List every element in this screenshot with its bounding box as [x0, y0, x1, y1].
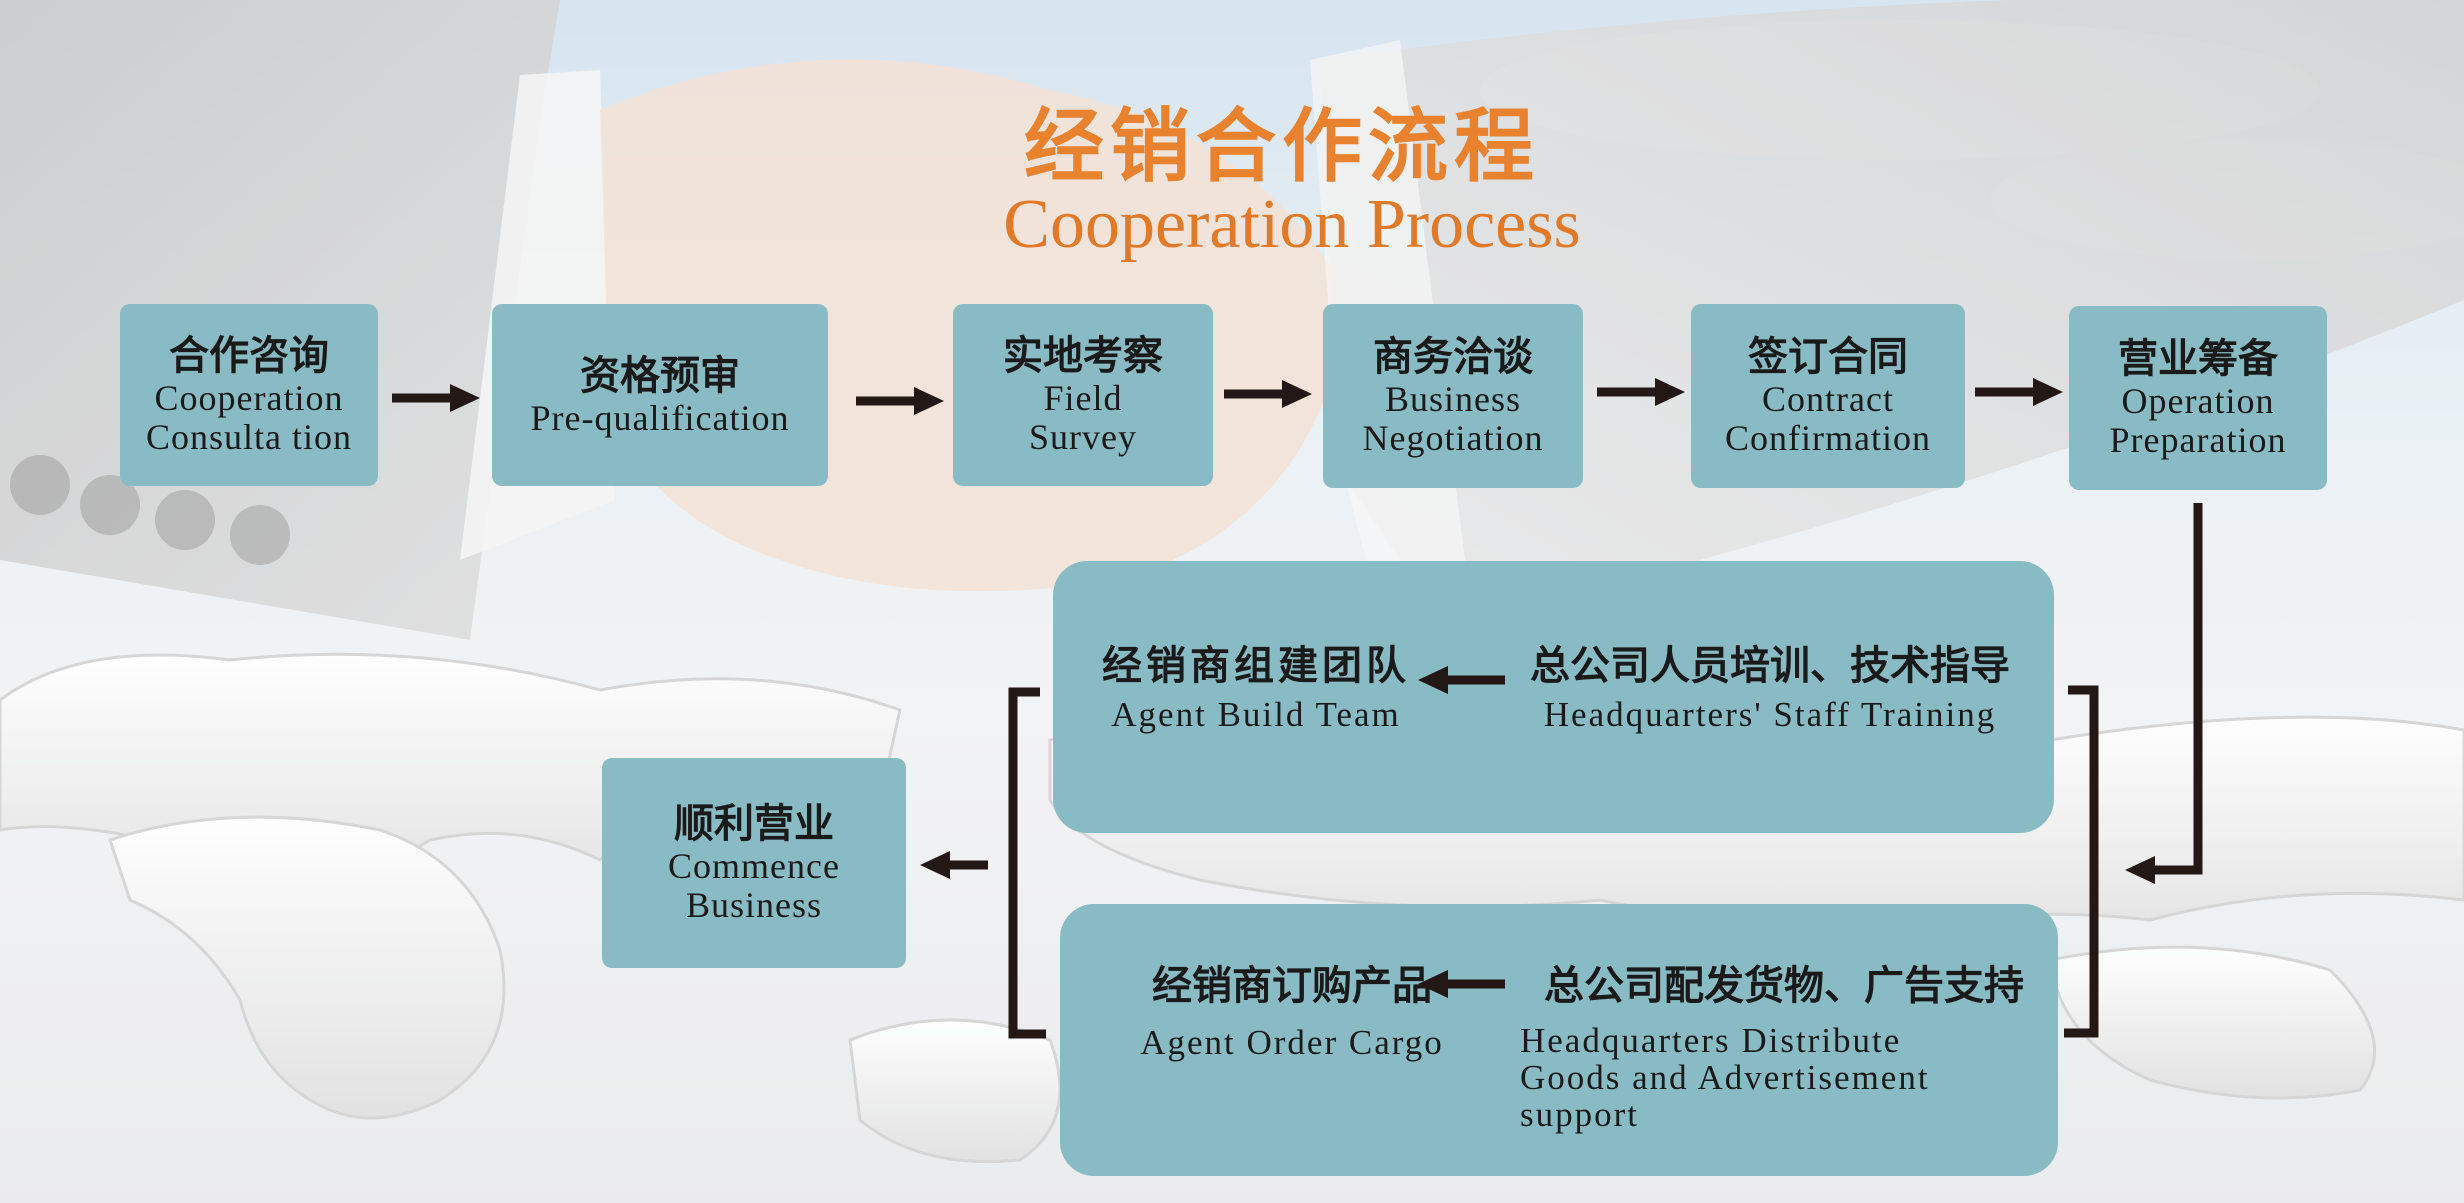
panel-training-right: 总公司人员培训、技术指导 Headquarters' Staff Trainin…: [1520, 640, 2020, 733]
title-chinese: 经销合作流程: [1024, 100, 1540, 193]
step-label-en: Survey: [1029, 417, 1137, 457]
panel-distribution-left: 经销商订购产品 Agent Order Cargo: [1112, 960, 1472, 1061]
step-label-en: Business: [685, 885, 823, 925]
agent-build-team-en: Agent Build Team: [1111, 695, 1401, 734]
step-label-en: Consulta tion: [145, 417, 352, 457]
step-pre-qualification: 资格预审 Pre-qualification: [492, 304, 828, 486]
step-label-cn: 资格预审: [580, 352, 740, 399]
step-cooperation-consultation: 合作咨询 Cooperation Consulta tion: [120, 304, 378, 486]
step-label-en: Pre-qualification: [530, 397, 790, 438]
staff-training-en: Headquarters' Staff Training: [1543, 695, 1997, 734]
agent-build-team-cn: 经销商组建团队: [1102, 643, 1410, 689]
distribute-goods-en: support: [1520, 1095, 1639, 1134]
title-english: Cooperation Process: [1003, 186, 1581, 263]
distribute-goods-cn: 总公司配发货物、广告支持: [1544, 963, 2024, 1009]
step-label-cn: 顺利营业: [674, 801, 834, 847]
panel-distribution-right: 总公司配发货物、广告支持 Headquarters Distribute Goo…: [1520, 960, 2040, 1133]
step-label-cn: 实地考察: [1003, 333, 1163, 379]
step-label-en: Cooperation: [154, 378, 344, 418]
step-label-en: Preparation: [2109, 420, 2287, 460]
step-label-en: Commence: [668, 846, 840, 886]
step-label-cn: 营业筹备: [2118, 336, 2278, 382]
step-label-en: Negotiation: [1362, 418, 1544, 458]
distribute-goods-en: Headquarters Distribute: [1520, 1021, 1902, 1060]
step-commence-business: 顺利营业 Commence Business: [602, 758, 906, 968]
step-label-en: Field: [1043, 378, 1123, 418]
step-field-survey: 实地考察 Field Survey: [953, 304, 1213, 486]
step-label-cn: 签订合同: [1748, 334, 1908, 380]
step-label-en: Operation: [2121, 381, 2275, 421]
step-label-cn: 商务洽谈: [1373, 334, 1533, 380]
step-label-en: Business: [1384, 379, 1522, 419]
step-label-en: Confirmation: [1725, 418, 1931, 458]
step-business-negotiation: 商务洽谈 Business Negotiation: [1323, 304, 1583, 488]
panel-distribution: [1060, 904, 2058, 1176]
step-label-cn: 合作咨询: [169, 333, 329, 379]
distribute-goods-en: Goods and Advertisement: [1520, 1058, 1930, 1097]
step-contract-confirmation: 签订合同 Contract Confirmation: [1691, 304, 1965, 488]
panel-training: [1053, 561, 2054, 833]
step-operation-preparation: 营业筹备 Operation Preparation: [2069, 306, 2327, 490]
agent-order-cargo-cn: 经销商订购产品: [1152, 963, 1432, 1009]
panel-training-left: 经销商组建团队 Agent Build Team: [1086, 640, 1426, 733]
staff-training-cn: 总公司人员培训、技术指导: [1530, 643, 2010, 689]
step-label-en: Contract: [1762, 379, 1894, 419]
agent-order-cargo-en: Agent Order Cargo: [1140, 1023, 1444, 1062]
